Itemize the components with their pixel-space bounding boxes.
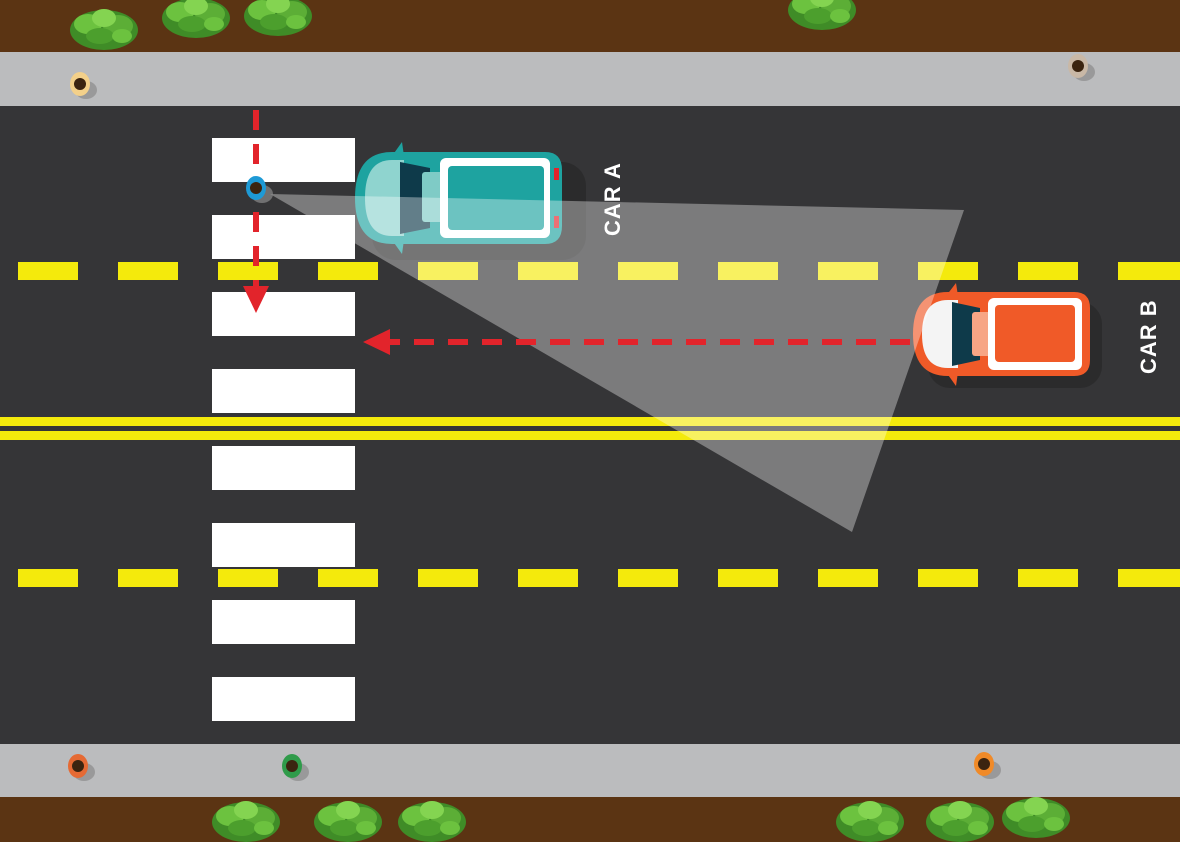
pedestrian-path-arrow: [243, 110, 269, 313]
car-b: [913, 283, 1102, 388]
bottom-sidewalk: [0, 744, 1180, 797]
top-sidewalk: [0, 52, 1180, 106]
lower-lane-divider: [18, 569, 1180, 587]
upper-lane-divider: [18, 262, 1180, 280]
center-double-line: [0, 417, 1180, 440]
car-a-label: CAR A: [600, 162, 625, 236]
crosswalk: [212, 138, 355, 721]
blind-spot-zone: [270, 194, 964, 532]
car-b-label: CAR B: [1136, 299, 1161, 374]
car-a: [355, 142, 586, 260]
car-b-path-arrow: [363, 329, 910, 355]
